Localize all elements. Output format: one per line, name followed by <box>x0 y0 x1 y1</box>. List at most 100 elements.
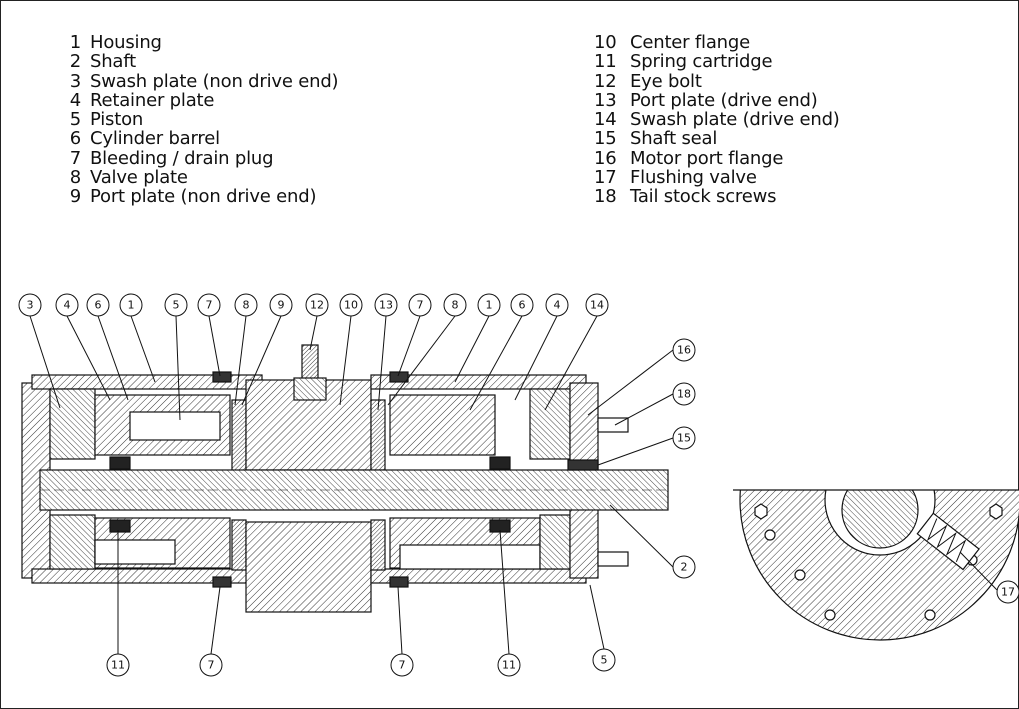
callout-balloon: 8 <box>387 293 467 406</box>
callout-balloon: 7 <box>397 293 432 377</box>
shaft-seal <box>567 459 599 471</box>
callout-balloon: 18 <box>614 382 696 426</box>
callout-balloon: 11 <box>497 529 521 677</box>
legend-item: 4 Retainer plate <box>60 89 338 111</box>
legend-label: Piston <box>90 109 144 131</box>
legend-number: 8 <box>69 167 81 189</box>
callout-label: 12 <box>310 299 324 312</box>
callout-label: 5 <box>173 299 180 312</box>
port-plate-nde-top <box>231 399 247 476</box>
spring-cartridge-left-top <box>109 456 131 470</box>
callout-balloon: 15 <box>597 426 696 466</box>
callout-balloon: 4 <box>55 293 111 401</box>
legend-number: 12 <box>594 70 617 92</box>
callout-balloon: 11 <box>106 530 130 677</box>
cylinder-barrel-right-top <box>389 394 496 456</box>
callout-balloon: 17 <box>959 551 1019 604</box>
legend-item: 16 Motor port flange <box>594 147 840 169</box>
legend-label: Valve plate <box>90 167 188 189</box>
legend-number: 5 <box>69 109 81 131</box>
callout-label: 8 <box>243 299 250 312</box>
callout-label: 11 <box>111 659 125 672</box>
port-plate-de-bottom <box>370 519 386 571</box>
callout-balloon: 7 <box>197 293 221 377</box>
legend-number: 11 <box>594 51 617 73</box>
callout-balloon: 7 <box>390 586 414 677</box>
legend-label: Flushing valve <box>630 167 757 189</box>
callout-balloon: 1 <box>454 293 501 383</box>
drain-plug-top-left <box>212 371 232 383</box>
legend-number: 14 <box>594 109 617 131</box>
legend-number: 1 <box>69 32 81 53</box>
eye-bolt <box>301 344 319 381</box>
tail-stock-screw-bottom <box>597 551 629 567</box>
legend-label: Swash plate (non drive end) <box>90 70 339 92</box>
piston-left-top <box>129 411 221 441</box>
callout-label: 7 <box>208 659 215 672</box>
legend-label: Shaft seal <box>630 128 718 150</box>
callout-label: 7 <box>399 659 406 672</box>
port-plate-nde-bottom <box>231 519 247 571</box>
legend-number: 7 <box>69 147 81 169</box>
swash-plate-nde-bottom <box>49 514 96 570</box>
callout-balloon: 2 <box>609 504 696 579</box>
legend-label: Bleeding / drain plug <box>90 147 274 169</box>
legend-label: Swash plate (drive end) <box>630 109 840 131</box>
legend-number: 16 <box>594 147 617 169</box>
callout-balloon: 5 <box>164 293 188 421</box>
housing-right-top <box>370 374 587 390</box>
legend-label: Center flange <box>630 32 750 53</box>
callout-label: 14 <box>590 299 604 312</box>
callout-balloon: 7 <box>199 586 223 677</box>
spring-cartridge-left-bottom <box>109 519 131 533</box>
legend-label: Motor port flange <box>630 147 784 169</box>
legend-label: Retainer plate <box>90 89 215 111</box>
swash-plate-de-top <box>529 388 571 460</box>
callout-label: 10 <box>344 299 358 312</box>
drain-plug-bottom-left <box>212 576 232 588</box>
port-plate-de-top <box>370 399 386 471</box>
callout-balloon: 1 <box>119 293 156 383</box>
callout-label: 7 <box>206 299 213 312</box>
legend-item: 8 Valve plate <box>60 167 338 189</box>
callout-label: 11 <box>502 659 516 672</box>
section-assembly <box>21 344 669 613</box>
callout-label: 8 <box>452 299 459 312</box>
callout-label: 7 <box>417 299 424 312</box>
callout-label: 17 <box>1001 586 1015 599</box>
eye-bolt-base <box>293 377 327 401</box>
callout-balloon: 14 <box>544 293 609 411</box>
legend-number: 9 <box>69 186 81 208</box>
callout-label: 9 <box>278 299 285 312</box>
callout-balloon: 10 <box>339 293 363 406</box>
callout-balloon: 9 <box>241 293 293 406</box>
callout-label: 15 <box>677 432 691 445</box>
piston-left-bottom <box>94 539 176 565</box>
legend-number: 18 <box>594 186 617 208</box>
legend-number: 13 <box>594 89 617 111</box>
callout-label: 4 <box>64 299 71 312</box>
callout-label: 16 <box>677 344 691 357</box>
center-flange-bottom <box>245 521 372 613</box>
legend-label: Cylinder barrel <box>90 128 220 150</box>
drain-plug-bottom-right <box>389 576 409 588</box>
callout-label: 5 <box>601 654 608 667</box>
callout-label: 13 <box>379 299 393 312</box>
callout-label: 2 <box>681 561 688 574</box>
legend-label: Shaft <box>90 51 136 73</box>
legend-number: 4 <box>69 89 81 111</box>
